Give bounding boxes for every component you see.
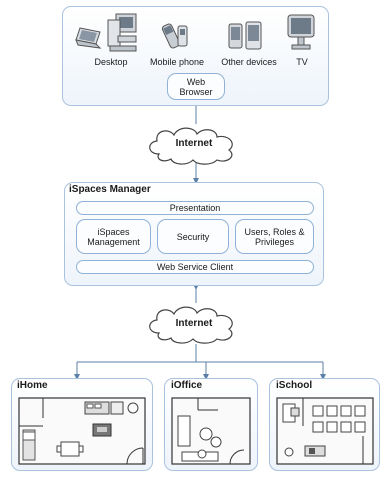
ispaces-management-label: iSpaces Management — [87, 226, 140, 247]
internet-cloud-icon-2 — [149, 306, 233, 344]
ischool-floorplan — [276, 397, 374, 465]
internet-label-bottom: Internet — [175, 318, 213, 329]
security-label: Security — [176, 231, 210, 242]
ispaces-manager-title: iSpaces Manager — [69, 184, 151, 195]
presentation-label: Presentation — [169, 203, 221, 213]
other-devices-icon — [228, 21, 262, 50]
other-devices-label: Other devices — [221, 57, 277, 67]
users-roles-privileges-box: Users, Roles & Privileges — [235, 219, 314, 254]
ihome-floorplan — [18, 397, 146, 465]
internet-label-top: Internet — [175, 138, 213, 149]
ispaces-management-box: iSpaces Management — [76, 219, 151, 254]
ioffice-title: iOffice — [171, 380, 203, 391]
desktop-label: Desktop — [94, 57, 128, 67]
tv-icon — [287, 14, 315, 50]
web-browser-label: Web Browser — [179, 76, 213, 97]
web-service-client-box: Web Service Client — [76, 260, 314, 274]
mobile-phone-icon — [161, 23, 188, 49]
laptop-icon — [75, 27, 102, 49]
web-browser-box: Web Browser — [167, 73, 225, 100]
ischool-title: iSchool — [276, 380, 313, 391]
desktop-computer-icon — [107, 13, 137, 52]
security-box: Security — [157, 219, 229, 254]
tv-label: TV — [296, 57, 308, 67]
presentation-box: Presentation — [76, 201, 314, 215]
users-roles-privileges-label: Users, Roles & Privileges — [244, 226, 305, 247]
ihome-title: iHome — [17, 380, 48, 391]
web-service-client-label: Web Service Client — [156, 262, 234, 272]
internet-cloud-icon — [149, 127, 233, 165]
mobile-phone-label: Mobile phone — [149, 57, 205, 67]
ioffice-floorplan — [171, 397, 251, 465]
